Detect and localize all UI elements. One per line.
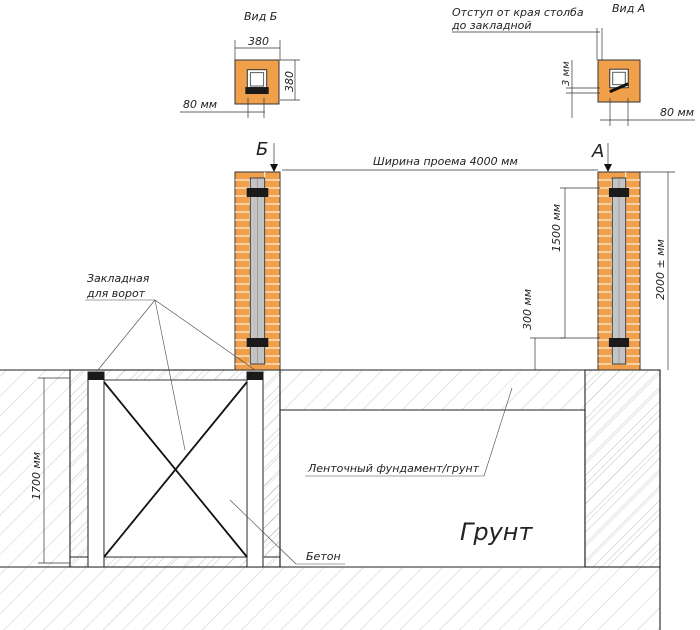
pillar-a-plate-1: [608, 188, 630, 197]
left-embedded-post: [87, 371, 105, 568]
pillar-b-plate-1: [246, 188, 269, 197]
opening-width-label: Ширина проема 4000 мм: [373, 155, 518, 168]
dim-1500: 1500 мм: [550, 204, 563, 252]
view-a-detail: Вид А Отступ от края столба до закладной…: [451, 2, 695, 126]
pillar-a: [597, 171, 641, 371]
view-b-detail: Вид Б 380 380 80 мм: [180, 10, 300, 118]
right-post-cap: [247, 372, 263, 380]
embed-leader-3: [154, 299, 186, 451]
embed-leader-1: [97, 299, 156, 371]
view-a-core-inner: [612, 71, 626, 86]
right-foundation-column: [584, 369, 661, 568]
foundation-label: Ленточный фундамент/грунт: [307, 462, 480, 475]
soil-label: Грунт: [460, 518, 534, 546]
offset-label-line1: Отступ от края столба: [452, 6, 584, 19]
view-b-plate: [245, 87, 269, 95]
view-b-core-inner: [249, 72, 265, 87]
dimensions: Ширина проема 4000 мм 1500 мм 2000 ± мм …: [30, 155, 675, 564]
cross-brace-2: [103, 381, 248, 558]
dim-3: 3 мм: [561, 61, 572, 86]
ground-section: [0, 369, 661, 630]
foundation-leader: [483, 387, 513, 477]
concrete-block-outline: [69, 369, 281, 568]
gate-foundation: [69, 369, 281, 568]
dim-300: 300 мм: [521, 289, 534, 330]
marker-b-arrow: [270, 164, 278, 172]
marker-b: Б: [256, 139, 268, 160]
right-embedded-post: [246, 371, 264, 568]
view-a-plate: [609, 82, 629, 94]
pillar-a-plate-2: [608, 338, 630, 347]
concrete-base-band: [70, 557, 280, 567]
left-post-cap: [88, 372, 104, 380]
marker-a-arrow: [604, 164, 612, 172]
dim-380-h: 380: [283, 71, 296, 92]
view-a-title: Вид А: [612, 2, 645, 15]
view-b-title: Вид Б: [244, 10, 277, 23]
embed-label-line2: для ворот: [86, 287, 146, 300]
offset-label-line2: до закладной: [451, 19, 532, 32]
dim-80-right: 80 мм: [660, 106, 694, 119]
dim-80-left: 80 мм: [183, 98, 217, 111]
embed-leader-2: [154, 299, 256, 371]
dim-1700: 1700 мм: [30, 452, 43, 500]
concrete-leader: [229, 499, 297, 565]
marker-a: А: [591, 141, 604, 162]
concrete-label: Бетон: [306, 550, 341, 563]
side-band: [263, 478, 280, 558]
dim-380-w: 380: [248, 35, 269, 48]
embed-label-line1: Закладная: [87, 272, 150, 285]
soil-region: [280, 410, 585, 567]
section-markers: Б А: [256, 139, 612, 172]
callouts: Закладная для ворот Ленточный фундамент/…: [85, 272, 534, 565]
pillar-b: [234, 171, 281, 371]
pillar-b-plate-2: [246, 338, 269, 347]
dim-2000: 2000 ± мм: [654, 239, 667, 300]
